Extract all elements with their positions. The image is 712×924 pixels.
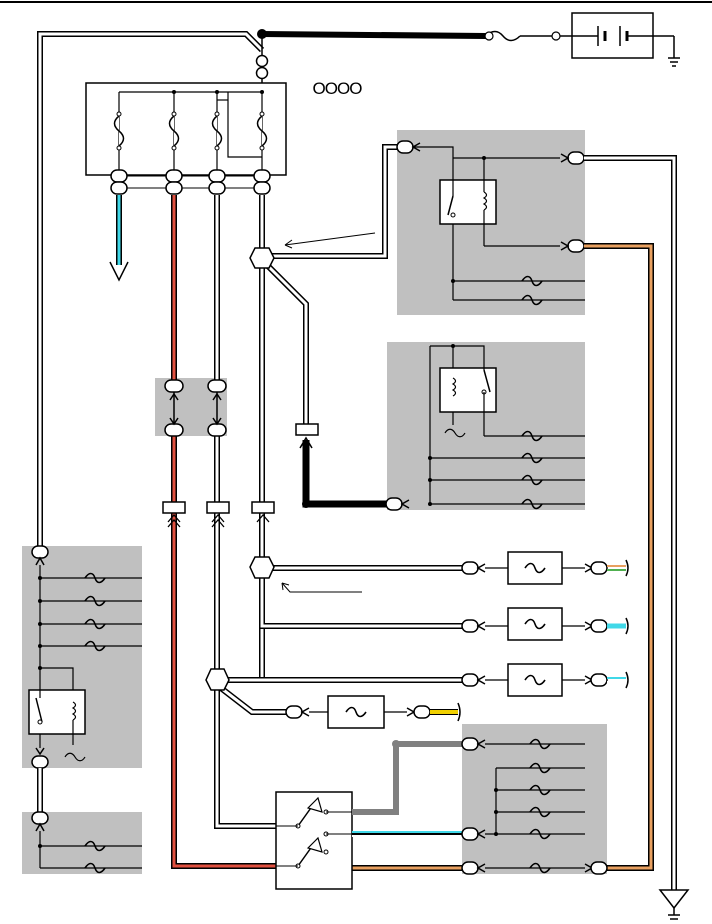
fuse-block-label: OOOO xyxy=(313,79,364,98)
red-wire xyxy=(171,195,276,869)
junction-3 xyxy=(205,668,230,691)
cyan-white-wire xyxy=(352,831,462,837)
panel-bottom-right xyxy=(462,724,607,874)
junction-1 xyxy=(249,247,275,269)
panel-relay-middle xyxy=(387,342,585,510)
right-fuse-modules xyxy=(285,551,629,729)
bottom-right-panel-content xyxy=(461,737,608,875)
orange-wire xyxy=(352,243,654,871)
left-bottom-panel xyxy=(31,811,142,874)
left-relay xyxy=(28,545,142,769)
left-long-wire xyxy=(37,31,265,548)
fuse-block-label-text: OOOO xyxy=(313,79,363,98)
pointer-arrows xyxy=(281,232,376,593)
white-wire-217 xyxy=(214,195,276,829)
inline-connectors-row xyxy=(162,423,319,528)
junction-hexagons xyxy=(205,247,275,691)
ground-wire xyxy=(584,155,690,920)
fuse-block-connectors xyxy=(110,169,271,195)
panel-connectors-items xyxy=(164,379,227,437)
black-wire-middle xyxy=(299,436,390,508)
battery-cable xyxy=(257,29,572,42)
junction-2 xyxy=(249,556,275,579)
white-wire-262 xyxy=(215,144,462,715)
battery xyxy=(571,12,680,67)
fuse-block xyxy=(85,82,287,176)
cyan-output-wire xyxy=(109,195,129,282)
top-junction-connectors xyxy=(255,34,269,85)
upper-relay xyxy=(396,140,585,306)
gray-wire xyxy=(352,740,462,815)
middle-relay xyxy=(385,344,585,511)
bottom-switch xyxy=(275,791,353,890)
